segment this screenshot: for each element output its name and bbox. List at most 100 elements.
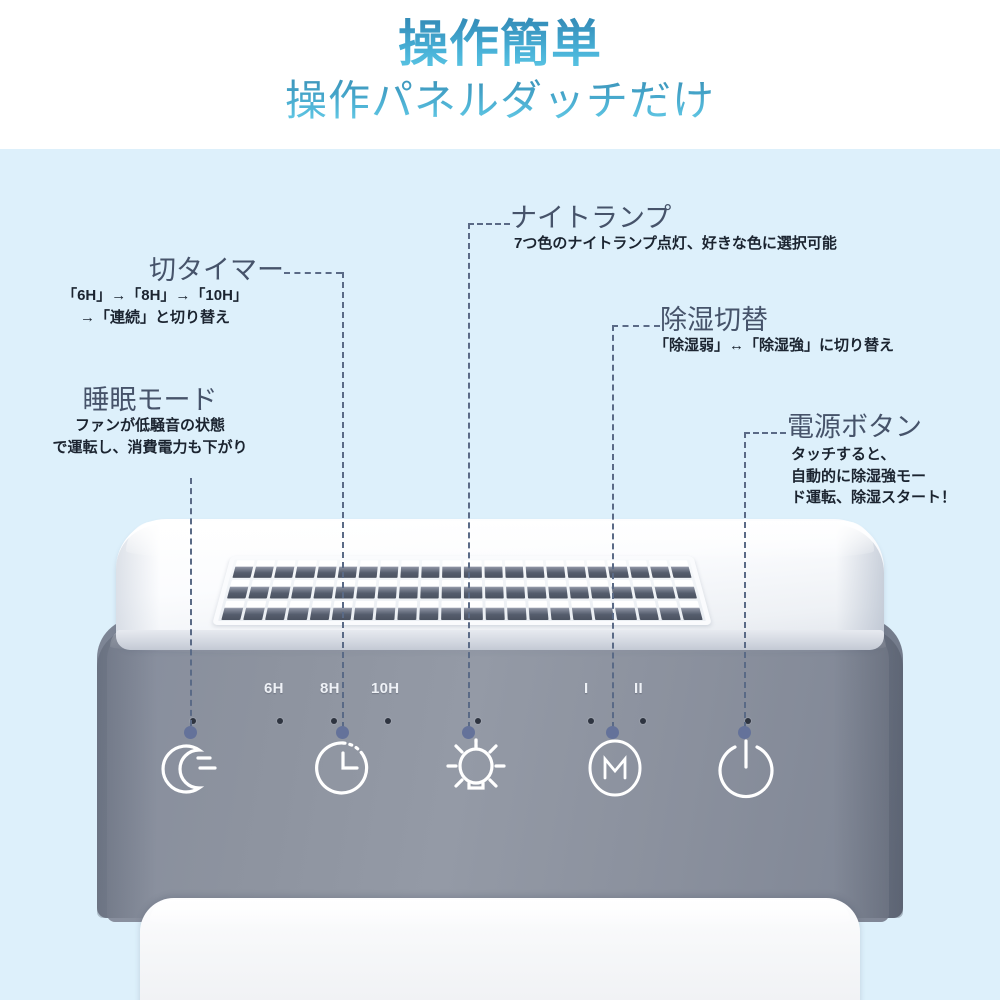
air-outlet-grille	[212, 556, 712, 625]
annotation-power-line3: ド運転、除湿スタート！	[787, 487, 956, 508]
grille-slot	[353, 601, 374, 620]
annotation-dehumidify-heading: 除湿切替	[660, 305, 894, 335]
grille-slot	[587, 560, 608, 578]
connector-timer-v	[342, 272, 344, 728]
grille-slot	[548, 580, 568, 598]
indicator-dot-mode-2	[640, 718, 646, 724]
grille-slot	[419, 601, 439, 620]
annotation-timer-heading: 切タイマー	[20, 255, 290, 285]
page-subtitle: 操作パネルダッチだけ	[0, 71, 1000, 124]
grille-slot	[248, 580, 271, 598]
grille-slot	[265, 601, 288, 620]
annotation-power-line2: 自動的に除湿強モー	[787, 466, 956, 487]
grille-slot	[571, 601, 592, 620]
indicator-dot-8h	[331, 718, 337, 724]
annotation-sleep-line2: で運転し、消費電力も下がり	[5, 437, 295, 458]
grille-slot	[611, 580, 633, 598]
panel-label-6h: 6H	[264, 680, 284, 697]
dehumidify-switch-button[interactable]	[584, 737, 646, 799]
grille-slot	[399, 580, 419, 598]
grille-slot	[334, 580, 355, 598]
grille-slot	[270, 580, 292, 598]
water-tank-highlight	[150, 900, 850, 928]
grille-slot	[400, 560, 419, 578]
grille-slot	[649, 560, 671, 578]
panel-label-10h: 10H	[371, 680, 399, 697]
grille-slot	[313, 580, 334, 598]
connector-sleep	[190, 478, 192, 726]
grille-slot	[358, 560, 378, 578]
connector-dot-lamp	[462, 726, 475, 739]
power-button[interactable]	[715, 737, 777, 799]
sleep-mode-button[interactable]	[158, 737, 222, 799]
connector-power-v	[744, 432, 746, 728]
grille-slot	[463, 560, 481, 578]
connector-timer-h	[284, 272, 342, 274]
page-title: 操作簡単	[0, 0, 1000, 71]
grille-slot	[442, 580, 461, 598]
grille-slot	[569, 580, 590, 598]
grille-slot	[243, 601, 266, 620]
grille-slot	[636, 601, 659, 620]
panel-label-mode-2: II	[634, 680, 643, 697]
grille-slot	[527, 580, 547, 598]
grille-slot	[653, 580, 676, 598]
grille-slot	[674, 580, 697, 598]
grille-slot	[669, 560, 691, 578]
grille-slot	[227, 580, 250, 598]
annotation-dehumidify-line1: 「除湿弱」↔「除湿強」に切り替え	[654, 335, 894, 356]
grille-slot	[679, 601, 703, 620]
grille-slot	[505, 560, 524, 578]
grille-slot	[295, 560, 316, 578]
annotation-sleep: 睡眠モード ファンが低騒音の状態 で運転し、消費電力も下がり	[5, 385, 295, 458]
grille-slot	[356, 580, 376, 598]
connector-power-h	[744, 432, 786, 434]
panel-label-mode-1: I	[584, 680, 588, 697]
night-lamp-button[interactable]	[445, 737, 507, 799]
grille-slot	[442, 560, 460, 578]
grille-slot	[506, 580, 526, 598]
grille-slot	[421, 560, 440, 578]
connector-dehum-v	[612, 325, 614, 728]
grille-slot	[657, 601, 680, 620]
connector-dot-power	[738, 726, 751, 739]
moon-icon	[163, 746, 199, 792]
connector-lamp-v	[468, 223, 470, 728]
grille-slot	[420, 580, 439, 598]
connector-lamp-h	[468, 223, 510, 225]
device-body-left-shade	[97, 628, 157, 918]
m-circle-icon	[590, 741, 640, 795]
grille-slot	[375, 601, 395, 620]
indicator-dot-10h	[385, 718, 391, 724]
indicator-dot-lamp	[475, 718, 481, 724]
indicator-dot-mode-1	[588, 718, 594, 724]
grille-slot	[463, 580, 482, 598]
grille-slot	[550, 601, 571, 620]
grille-slot	[614, 601, 636, 620]
panel-label-8h: 8H	[320, 680, 340, 697]
grille-slot	[232, 560, 254, 578]
timer-button[interactable]	[311, 737, 375, 799]
grille-slot	[309, 601, 331, 620]
grille-slot	[397, 601, 417, 620]
grille-slot	[253, 560, 275, 578]
grille-slot	[484, 580, 503, 598]
grille-slot	[463, 601, 482, 620]
grille-slot	[525, 560, 544, 578]
annotation-timer-line2: →「連続」と切り替え	[20, 307, 290, 328]
grille-slot	[484, 560, 503, 578]
annotation-night-lamp-heading: ナイトランプ	[510, 203, 837, 233]
grille-slot	[632, 580, 654, 598]
annotation-sleep-heading: 睡眠モード	[5, 385, 295, 415]
grille-slot	[291, 580, 313, 598]
grille-slot	[274, 560, 296, 578]
annotation-timer-line1: 「6H」→「8H」→「10H」	[20, 285, 290, 306]
grille-slot	[316, 560, 337, 578]
annotation-dehumidify: 除湿切替 「除湿弱」↔「除湿強」に切り替え	[660, 305, 894, 357]
grille-slot	[590, 580, 611, 598]
connector-dot-timer	[336, 726, 349, 739]
grille-slot	[628, 560, 650, 578]
annotation-power-heading: 電源ボタン	[787, 412, 956, 442]
grille-slot	[379, 560, 398, 578]
